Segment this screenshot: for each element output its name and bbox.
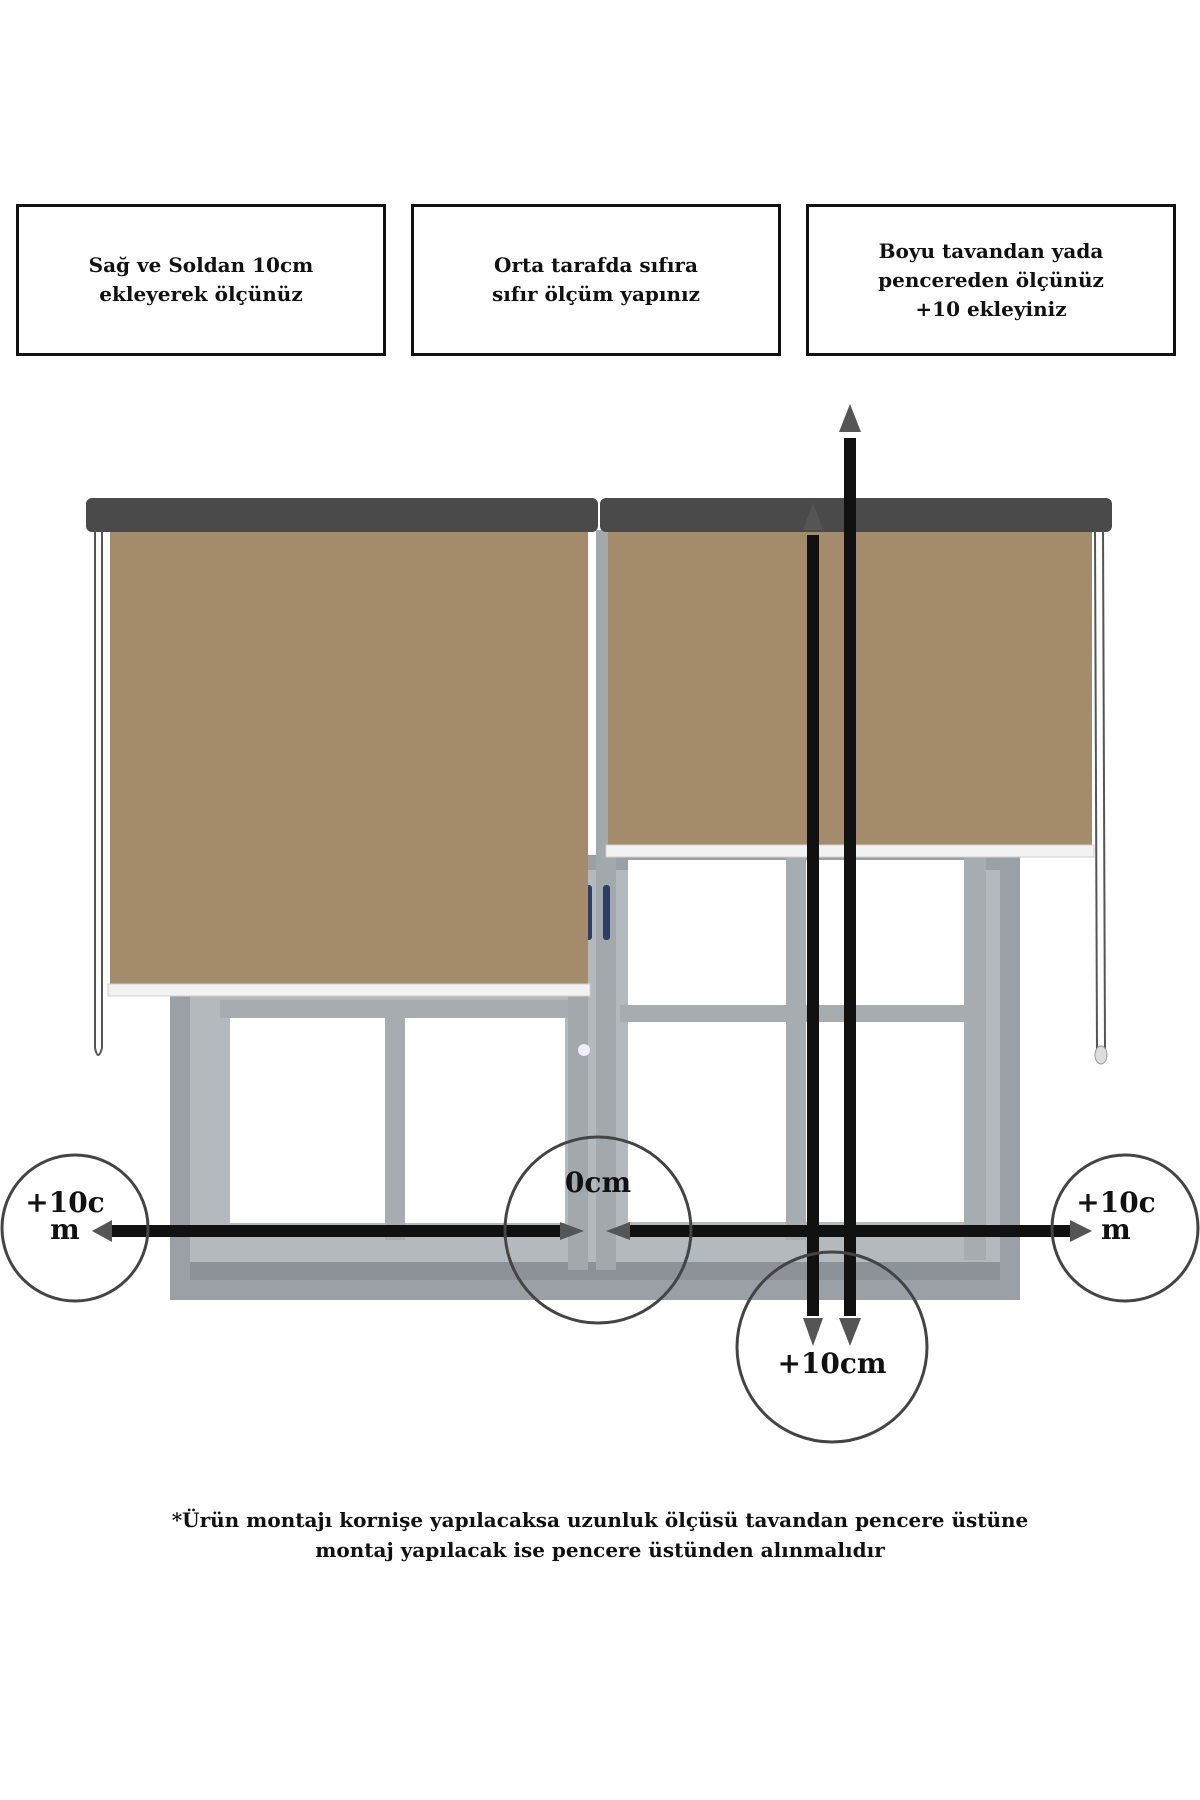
instruction-box-height: Boyu tavandan yada pencereden ölçünüz +1… xyxy=(806,204,1176,356)
instruction-line: Orta tarafda sıfıra xyxy=(494,253,698,277)
window-right-jamb xyxy=(964,850,986,1260)
window-transom xyxy=(620,1005,970,1022)
window-handle xyxy=(603,885,610,940)
window-mullion xyxy=(385,1000,405,1240)
window xyxy=(170,530,1020,1300)
label-height: +10cm xyxy=(777,1347,886,1380)
height-measurement-arrows xyxy=(803,404,861,1346)
blind-cord xyxy=(1102,529,1106,1051)
callout-circle-center xyxy=(503,1135,693,1325)
arrow-head xyxy=(560,1222,584,1240)
arrow-head xyxy=(606,1222,630,1240)
blind-cord xyxy=(1094,529,1098,1051)
window-sill xyxy=(190,1262,1000,1280)
roller-bar-left xyxy=(86,498,598,532)
label-right-width: +10c xyxy=(1076,1186,1155,1219)
window-mullion xyxy=(786,850,806,1240)
instruction-line: Boyu tavandan yada xyxy=(878,238,1104,263)
arrow-head xyxy=(803,1318,823,1346)
instruction-line: +10 ekleyiniz xyxy=(915,296,1067,321)
arrow-head xyxy=(803,503,823,530)
label-center: 0cm xyxy=(565,1166,631,1199)
arrow-head xyxy=(1070,1220,1092,1242)
window-pane xyxy=(628,1022,786,1222)
label-left-width: +10c xyxy=(25,1186,104,1219)
blind-cord-end xyxy=(94,1047,103,1056)
callout-circle-right xyxy=(1050,1153,1200,1303)
window-lock xyxy=(578,1044,590,1056)
window-pane xyxy=(230,1018,385,1223)
window-pane xyxy=(628,860,786,1005)
blind-cord-weight xyxy=(1094,1045,1108,1065)
label-right-width-suffix: m xyxy=(1101,1213,1131,1246)
footnote-line: *Ürün montajı kornişe yapılacaksa uzunlu… xyxy=(171,1508,1029,1532)
label-left-width-suffix: m xyxy=(50,1213,80,1246)
blind-bottom-bar-left xyxy=(107,983,591,997)
arrow-head xyxy=(839,1318,861,1346)
callout-circle-bottom xyxy=(735,1250,929,1444)
footnote: *Ürün montajı kornişe yapılacaksa uzunlu… xyxy=(0,1505,1200,1565)
callout-circle-left xyxy=(0,1153,150,1303)
instruction-box-width: Sağ ve Soldan 10cm ekleyerek ölçünüz xyxy=(16,204,386,356)
instruction-line: sıfır ölçüm yapınız xyxy=(492,282,700,306)
window-pane xyxy=(806,860,964,1005)
arrow-head xyxy=(92,1220,112,1242)
arrow-head xyxy=(839,404,861,432)
window-pane xyxy=(405,1018,565,1223)
window-transom xyxy=(220,1000,570,1018)
instruction-line: Sağ ve Soldan 10cm xyxy=(88,253,314,277)
window-pane xyxy=(806,1022,964,1222)
instruction-line: ekleyerek ölçünüz xyxy=(99,282,303,306)
instruction-line: pencereden ölçünüz xyxy=(878,267,1104,292)
footnote-line: montaj yapılacak ise pencere üstünden al… xyxy=(315,1538,885,1562)
blind-fabric-left xyxy=(110,528,588,985)
instruction-box-center: Orta tarafda sıfıra sıfır ölçüm yapınız xyxy=(411,204,781,356)
